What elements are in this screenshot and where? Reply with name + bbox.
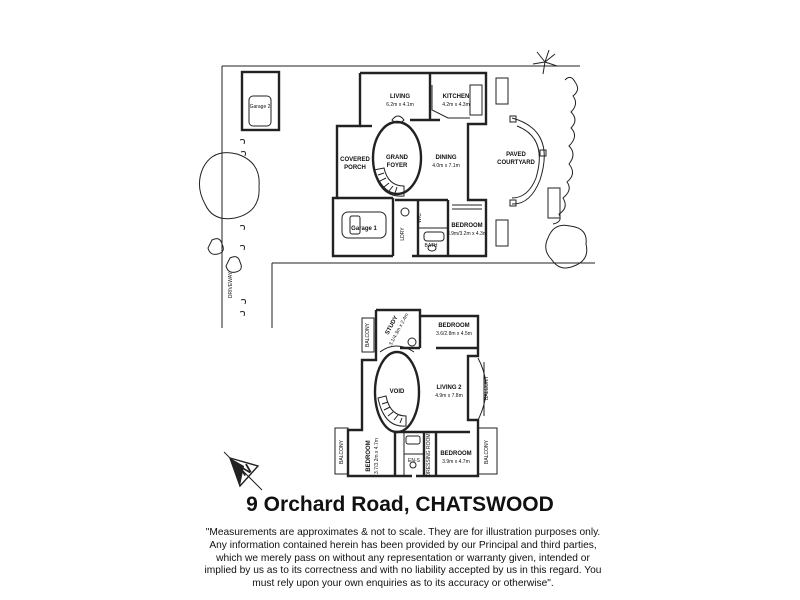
living-label: LIVING [390,94,410,100]
dining-dimensions: 4.0m x 7.1m [432,163,460,169]
balcony-right-bottom-label: BALCONY [484,439,490,464]
garage-1 [341,211,387,239]
page-title: 9 Orchard Road, CHATSWOOD [246,493,554,516]
kitchen-label: KITCHEN [443,94,470,100]
bedroom-top-label: BEDROOM [438,323,469,329]
dressing-room-label: DRESSING ROOM [426,433,432,476]
bedroom-left-dimensions: 3.7/3.2m x 4.7m [374,438,380,474]
living-2-label: LIVING 2 [436,385,462,391]
void-label: VOID [390,389,405,395]
living-dimensions: 6.2m x 4.1m [386,102,414,108]
wc-label: W/C [417,213,423,223]
living-2-dimensions: 4.9m x 7.8m [435,393,463,399]
disclaimer-text: "Measurements are approximates & not to … [204,527,602,590]
covered-porch-label-2: PORCH [344,165,366,171]
balcony-left-bottom [334,427,349,475]
bedroom-ground-dimensions: 3.9m/3.2m x 4.3m [447,231,487,237]
balcony-right-mid [477,357,487,421]
bedroom-right-label: BEDROOM [440,451,471,457]
kitchen-dimensions: 4.2m x 4.3m [442,102,470,108]
covered-porch-label-1: COVERED [340,157,370,163]
balcony-right-bottom [477,427,498,475]
paved-courtyard-label-2: COURTYARD [497,160,535,166]
balcony-left-top [361,317,375,353]
site-boundary [221,65,595,328]
balcony-left-bottom-label: BALCONY [339,439,345,464]
first-floor: BALCONY STUDY 3.1/4.3m x 2.4m BEDROOM 3.… [334,308,498,478]
ground-floor: Garage 2 LIVING 6.2m x 4.1m [228,70,536,298]
bath-label: BATH [425,243,438,249]
garage-1-label: Garage 1 [351,226,377,232]
grand-foyer-label-1: GRAND [386,155,409,161]
bedroom-ground-label: BEDROOM [451,223,482,229]
balcony-right-mid-label: BALCONY [484,375,490,400]
ensuite-label: EN-S [408,458,421,464]
bedroom-left-label: BEDROOM [366,440,372,471]
garage-2-label: Garage 2 [250,104,271,110]
courtyard-landscape [199,49,588,317]
paved-courtyard-label-1: PAVED [506,152,526,158]
garage-2 [240,70,281,132]
driveway-label: DRIVEWAY [228,271,234,298]
balcony-left-top-label: BALCONY [365,322,371,347]
laundry-label: LDRY [400,227,406,241]
grand-foyer-label-2: FOYER [387,163,408,169]
dining-label: DINING [436,155,457,161]
bedroom-right-dimensions: 3.9m x 4.7m [442,459,470,465]
bedroom-top-dimensions: 3.6/2.8m x 4.5m [436,331,472,337]
compass-icon: N [223,451,263,491]
